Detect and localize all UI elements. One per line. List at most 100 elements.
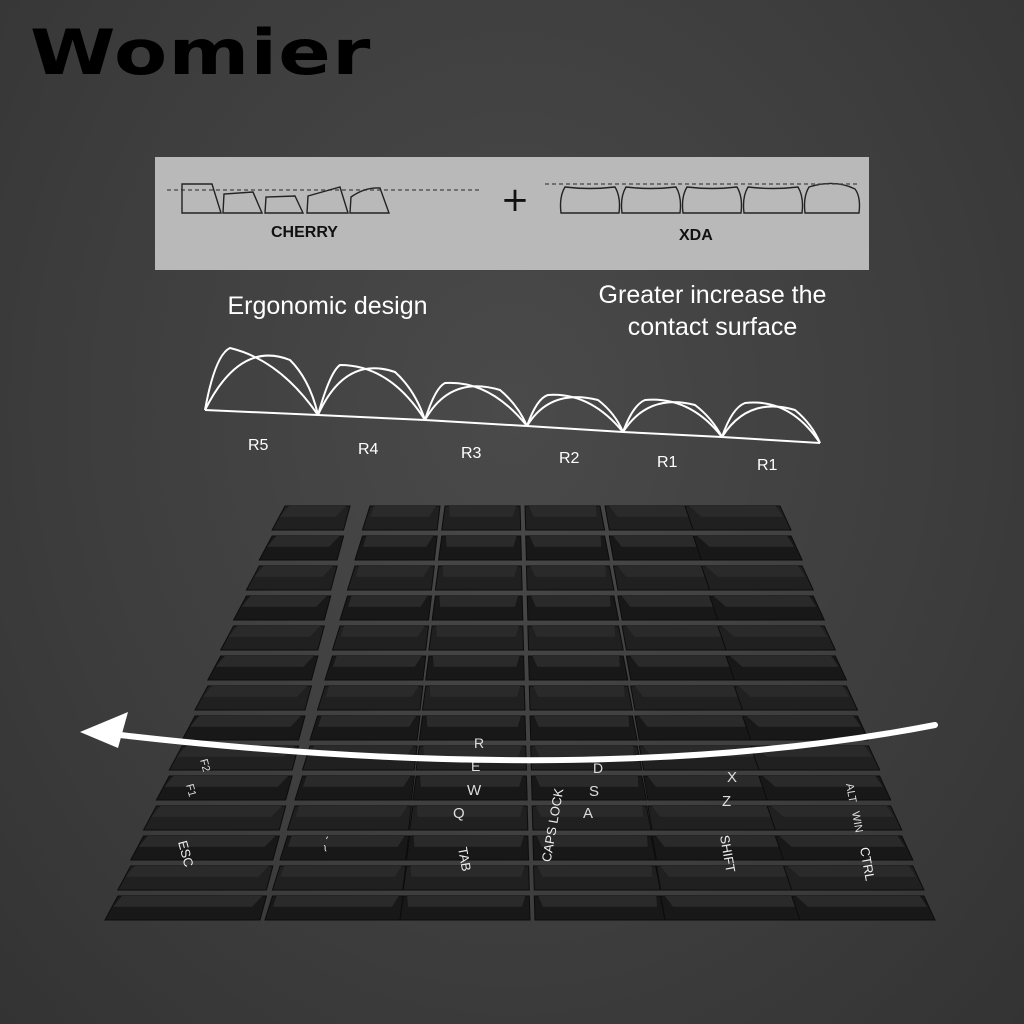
keycap-top: [190, 716, 301, 727]
keycap-top: [664, 896, 797, 907]
key-label-tab: TAB: [455, 846, 474, 873]
keycap-top: [164, 776, 289, 787]
keycap-top: [267, 536, 340, 547]
keycap-top: [413, 836, 524, 847]
keycap-top: [721, 626, 828, 637]
keycap-top: [730, 656, 839, 667]
keycap-top: [536, 836, 648, 847]
keycap-top: [634, 686, 740, 697]
key-label-shift: SHIFT: [717, 834, 738, 874]
keycap-top: [138, 836, 276, 847]
contact-caption: Greater increase the contact surface: [560, 279, 865, 343]
row-label-r1: R1: [657, 454, 678, 471]
keycap-top: [651, 806, 773, 817]
keycap-top: [215, 656, 314, 667]
profile-comparison-drawing: +: [167, 180, 861, 220]
keycap-top: [288, 836, 405, 847]
keycap-top: [325, 686, 419, 697]
key-label-d: D: [593, 760, 603, 776]
keycap-top: [609, 506, 691, 517]
keycap-top: [621, 596, 715, 607]
keycap-top: [531, 596, 611, 607]
key-label-z: Z: [722, 793, 731, 810]
row-label-r3: R3: [461, 445, 482, 462]
keycap-top: [533, 686, 625, 697]
key-label-ctrl: CTRL: [857, 846, 878, 882]
keycap-top: [203, 686, 308, 697]
keycap-top: [370, 506, 436, 517]
keycap-top: [630, 656, 732, 667]
keycap-top: [432, 656, 520, 667]
keycap-top: [363, 536, 434, 547]
keycap-top: [151, 806, 282, 817]
keycap-top: [532, 656, 620, 667]
key-label-f2: F2: [197, 758, 212, 774]
key-label-esc: ESC: [175, 839, 196, 869]
key-label-s: S: [589, 783, 599, 800]
keycap-top: [538, 896, 657, 907]
keycap-top: [530, 566, 606, 577]
keycap-top: [617, 566, 707, 577]
keycap-top: [318, 716, 416, 727]
brand-logo: Womier: [30, 16, 372, 89]
keycap-top: [228, 626, 321, 637]
keycap-top: [762, 776, 883, 787]
row-label-r1-b: R1: [757, 457, 778, 474]
key-label-tilde: ` ~: [315, 835, 334, 854]
keycap-top: [639, 716, 748, 727]
key-label-r: R: [474, 735, 484, 751]
direction-arrow-curve: [117, 722, 938, 764]
plus-sign: +: [501, 180, 530, 220]
keycap-top: [340, 626, 425, 637]
contact-caption-line2: contact surface: [627, 313, 798, 341]
keycap-top: [689, 506, 784, 517]
contact-caption-line1: Greater increase the: [598, 281, 827, 309]
keycap-top: [407, 896, 526, 907]
keycap-top: [529, 536, 602, 547]
keycap-top: [423, 746, 522, 757]
keycap-top: [535, 776, 639, 787]
keycap-top: [771, 806, 894, 817]
keycap-top: [647, 776, 765, 787]
keycap-top: [738, 686, 850, 697]
row-label-r4: R4: [358, 441, 379, 458]
keycap-top: [531, 626, 616, 637]
keycap-top: [416, 806, 524, 817]
keycap-top: [536, 806, 644, 817]
keycap-top: [436, 626, 519, 637]
keycap-top: [303, 776, 411, 787]
key-label-q: Q: [453, 805, 465, 822]
keycap-top: [534, 716, 630, 727]
keycap-top: [779, 836, 905, 847]
cherry-label: CHERRY: [271, 224, 338, 241]
key-label-a: A: [583, 805, 593, 822]
ergonomic-caption: Ergonomic design: [227, 292, 428, 320]
keycap-top: [410, 866, 525, 877]
keycap-top: [333, 656, 422, 667]
keycap-top: [113, 896, 263, 907]
keycap-top: [787, 866, 916, 877]
key-label-x: X: [727, 769, 737, 786]
keycap-top: [420, 776, 523, 787]
arrow-head-icon: [80, 712, 128, 748]
row-label-r5: R5: [248, 437, 269, 454]
keycap-top: [613, 536, 699, 547]
keycap-top: [445, 536, 517, 547]
profile-comparison-panel: + CHERRY XDA: [155, 157, 869, 270]
keycap-top: [125, 866, 269, 877]
keycap-top: [254, 566, 334, 577]
keycap-top: [795, 896, 927, 907]
keycap-top: [426, 716, 521, 727]
key-label-f1: F1: [183, 783, 198, 799]
keycap-top: [442, 566, 518, 577]
row-label-r2: R2: [559, 450, 580, 467]
key-label-w: W: [467, 782, 482, 799]
keycap-top: [537, 866, 653, 877]
key-label-alt: ALT: [843, 782, 858, 803]
keycap-top: [697, 536, 795, 547]
keycap-top: [295, 806, 408, 817]
keycap-top: [429, 686, 521, 697]
keycap-top: [626, 626, 724, 637]
